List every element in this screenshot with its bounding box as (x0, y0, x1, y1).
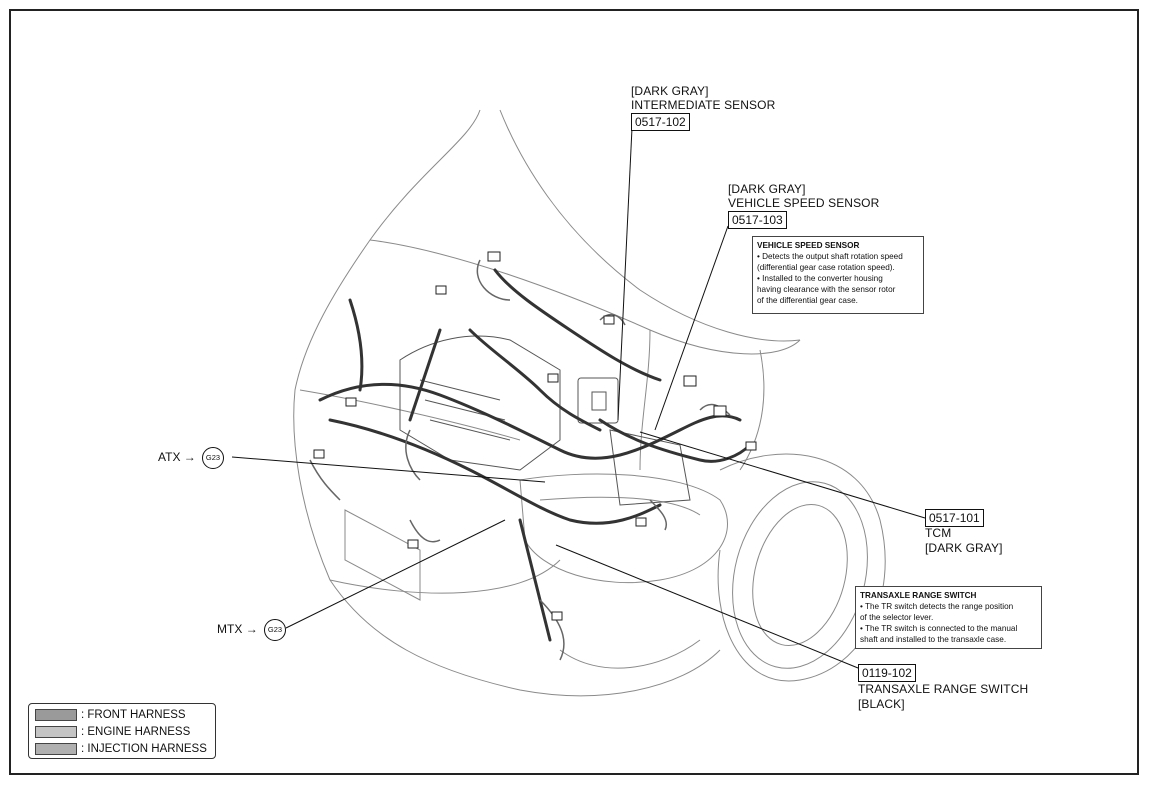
trs-code[interactable]: 0119-102 (858, 664, 916, 682)
legend-label: : ENGINE HARNESS (81, 726, 191, 738)
vss-note-title: VEHICLE SPEED SENSOR (757, 241, 860, 250)
trs-name: TRANSAXLE RANGE SWITCH (858, 682, 1029, 696)
vss-note-line: (differential gear case rotation speed). (757, 263, 895, 272)
trs-note-title: TRANSAXLE RANGE SWITCH (860, 591, 977, 600)
vss-note-line: • Installed to the converter housing (757, 274, 883, 283)
intermediate-sensor-color: [DARK GRAY] (631, 84, 709, 98)
engine-outline (399, 335, 691, 506)
connectors (313, 251, 757, 621)
mtx-label: MTX (217, 622, 243, 636)
tcm-name: TCM (925, 526, 952, 540)
trs-note-line: of the selector lever. (860, 613, 934, 622)
legend-item-engine: : ENGINE HARNESS (35, 725, 190, 739)
legend-item-front: : FRONT HARNESS (35, 708, 186, 722)
arrow-right-icon: → (183, 450, 196, 464)
intermediate-sensor-code[interactable]: 0517-102 (631, 113, 690, 131)
legend-label: : INJECTION HARNESS (81, 743, 207, 755)
harness-branches (309, 259, 731, 661)
atx-label: ATX (158, 450, 181, 464)
legend-swatch (35, 709, 77, 721)
legend-item-injection: : INJECTION HARNESS (35, 742, 207, 756)
trs-note-line: • The TR switch is connected to the manu… (860, 624, 1018, 633)
car-body-outline (293, 109, 886, 697)
trs-note: TRANSAXLE RANGE SWITCH • The TR switch d… (855, 586, 1042, 649)
trs-note-line: shaft and installed to the transaxle cas… (860, 635, 1007, 644)
tcm-code[interactable]: 0517-101 (925, 509, 984, 527)
harness-legend: : FRONT HARNESS : ENGINE HARNESS : INJEC… (28, 703, 216, 759)
diagram-frame (9, 9, 1139, 775)
vss-color: [DARK GRAY] (728, 182, 806, 196)
vss-note: VEHICLE SPEED SENSOR • Detects the outpu… (752, 236, 924, 314)
trs-note-line: • The TR switch detects the range positi… (860, 602, 1014, 611)
vss-code[interactable]: 0517-103 (728, 211, 787, 229)
vss-note-line: • Detects the output shaft rotation spee… (757, 252, 903, 261)
vss-name: VEHICLE SPEED SENSOR (728, 196, 880, 210)
arrow-right-icon: → (245, 622, 258, 636)
trs-color: [BLACK] (858, 697, 905, 711)
legend-swatch (35, 743, 77, 755)
legend-label: : FRONT HARNESS (81, 709, 186, 721)
tcm-color: [DARK GRAY] (925, 541, 1003, 555)
intermediate-sensor-name: INTERMEDIATE SENSOR (631, 98, 776, 112)
harness-bundles (318, 268, 752, 642)
leader-lines (231, 127, 926, 669)
atx-ground-badge[interactable]: G23 (202, 447, 224, 469)
mtx-ground-label: MTX → (217, 622, 258, 636)
atx-ground-label: ATX → (158, 450, 196, 464)
mtx-ground-badge[interactable]: G23 (264, 619, 286, 641)
vss-note-line: having clearance with the sensor rotor (757, 285, 896, 294)
vss-note-line: of the differential gear case. (757, 296, 858, 305)
legend-swatch (35, 726, 77, 738)
